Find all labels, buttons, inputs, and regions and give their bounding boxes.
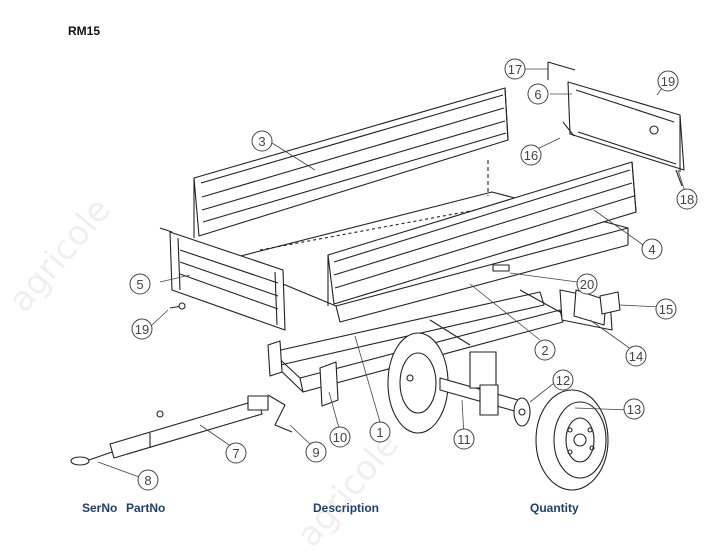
- callout-3-label: 3: [258, 134, 265, 149]
- tail-gate: [547, 61, 685, 172]
- callout-1-label: 1: [376, 425, 383, 440]
- jack-stand: [267, 394, 293, 433]
- front-wheel: [535, 389, 609, 491]
- bolt: [169, 302, 186, 310]
- callout-leaders: [97, 68, 687, 479]
- callout-17-label: 17: [508, 62, 522, 77]
- front-board: [159, 227, 286, 331]
- callout-14-label: 14: [629, 349, 643, 364]
- callout-12-label: 12: [556, 373, 570, 388]
- column-header-quantity: Quantity: [530, 501, 579, 515]
- callout-19-top: 19: [657, 70, 679, 92]
- callout-15: 15: [655, 298, 677, 320]
- callout-10: 10: [329, 426, 351, 448]
- rear-bracket: [573, 289, 607, 326]
- callout-17: 17: [504, 58, 526, 80]
- axle: [439, 351, 526, 416]
- callout-9-label: 9: [312, 445, 319, 460]
- callout-2-label: 2: [541, 343, 548, 358]
- callout-4-label: 4: [648, 242, 655, 257]
- rear-light: [599, 291, 621, 315]
- callout-5-label: 5: [136, 277, 143, 292]
- callout-9: 9: [305, 441, 327, 463]
- column-header-partno: PartNo: [126, 501, 166, 515]
- diagram-title: RM15: [68, 24, 101, 38]
- callout-19-left: 19: [131, 318, 153, 340]
- callout-13: 13: [623, 398, 645, 420]
- callout-7-label: 7: [232, 446, 239, 461]
- hinge-pin-left: [562, 121, 575, 137]
- callout-18: 18: [676, 188, 698, 210]
- callout-6: 6: [527, 83, 549, 105]
- callout-11-label: 11: [457, 432, 471, 447]
- callout-19-left-label: 19: [135, 322, 149, 337]
- callout-4: 4: [641, 238, 663, 260]
- callout-11: 11: [453, 428, 475, 450]
- hinge-pin-right: [675, 169, 683, 187]
- column-header-serno: SerNo: [82, 501, 118, 515]
- wheel-hub: [513, 397, 531, 427]
- callout-14: 14: [625, 345, 647, 367]
- callout-3: 3: [251, 130, 273, 152]
- callout-1: 1: [369, 421, 391, 443]
- callout-8-label: 8: [144, 473, 151, 488]
- callout-13-label: 13: [627, 402, 641, 417]
- callout-16-label: 16: [524, 148, 538, 163]
- callout-5: 5: [129, 273, 151, 295]
- callout-2: 2: [534, 339, 556, 361]
- callout-8: 8: [137, 469, 159, 491]
- rear-wheel: [387, 332, 449, 434]
- hitch-eye: [70, 451, 113, 466]
- callout-19-top-label: 19: [661, 74, 675, 89]
- callouts: 1 2 3 4 5 6 7 8 9 10 11 12 13 14 15 16 1…: [129, 58, 698, 491]
- trailer-exploded-diagram: 1 2 3 4 5 6 7 8 9 10 11 12 13 14 15 16 1…: [70, 58, 698, 491]
- right-side-board: [327, 161, 637, 306]
- drawbar: [109, 395, 269, 459]
- column-header-description: Description: [313, 501, 380, 515]
- callout-6-label: 6: [534, 87, 541, 102]
- callout-7: 7: [225, 442, 247, 464]
- callout-12: 12: [552, 369, 574, 391]
- rear-side-board: [193, 87, 509, 238]
- callout-20: 20: [576, 273, 598, 295]
- callout-16: 16: [520, 144, 542, 166]
- callout-15-label: 15: [659, 302, 673, 317]
- callout-10-label: 10: [333, 430, 347, 445]
- callout-20-label: 20: [580, 277, 594, 292]
- callout-18-label: 18: [680, 192, 694, 207]
